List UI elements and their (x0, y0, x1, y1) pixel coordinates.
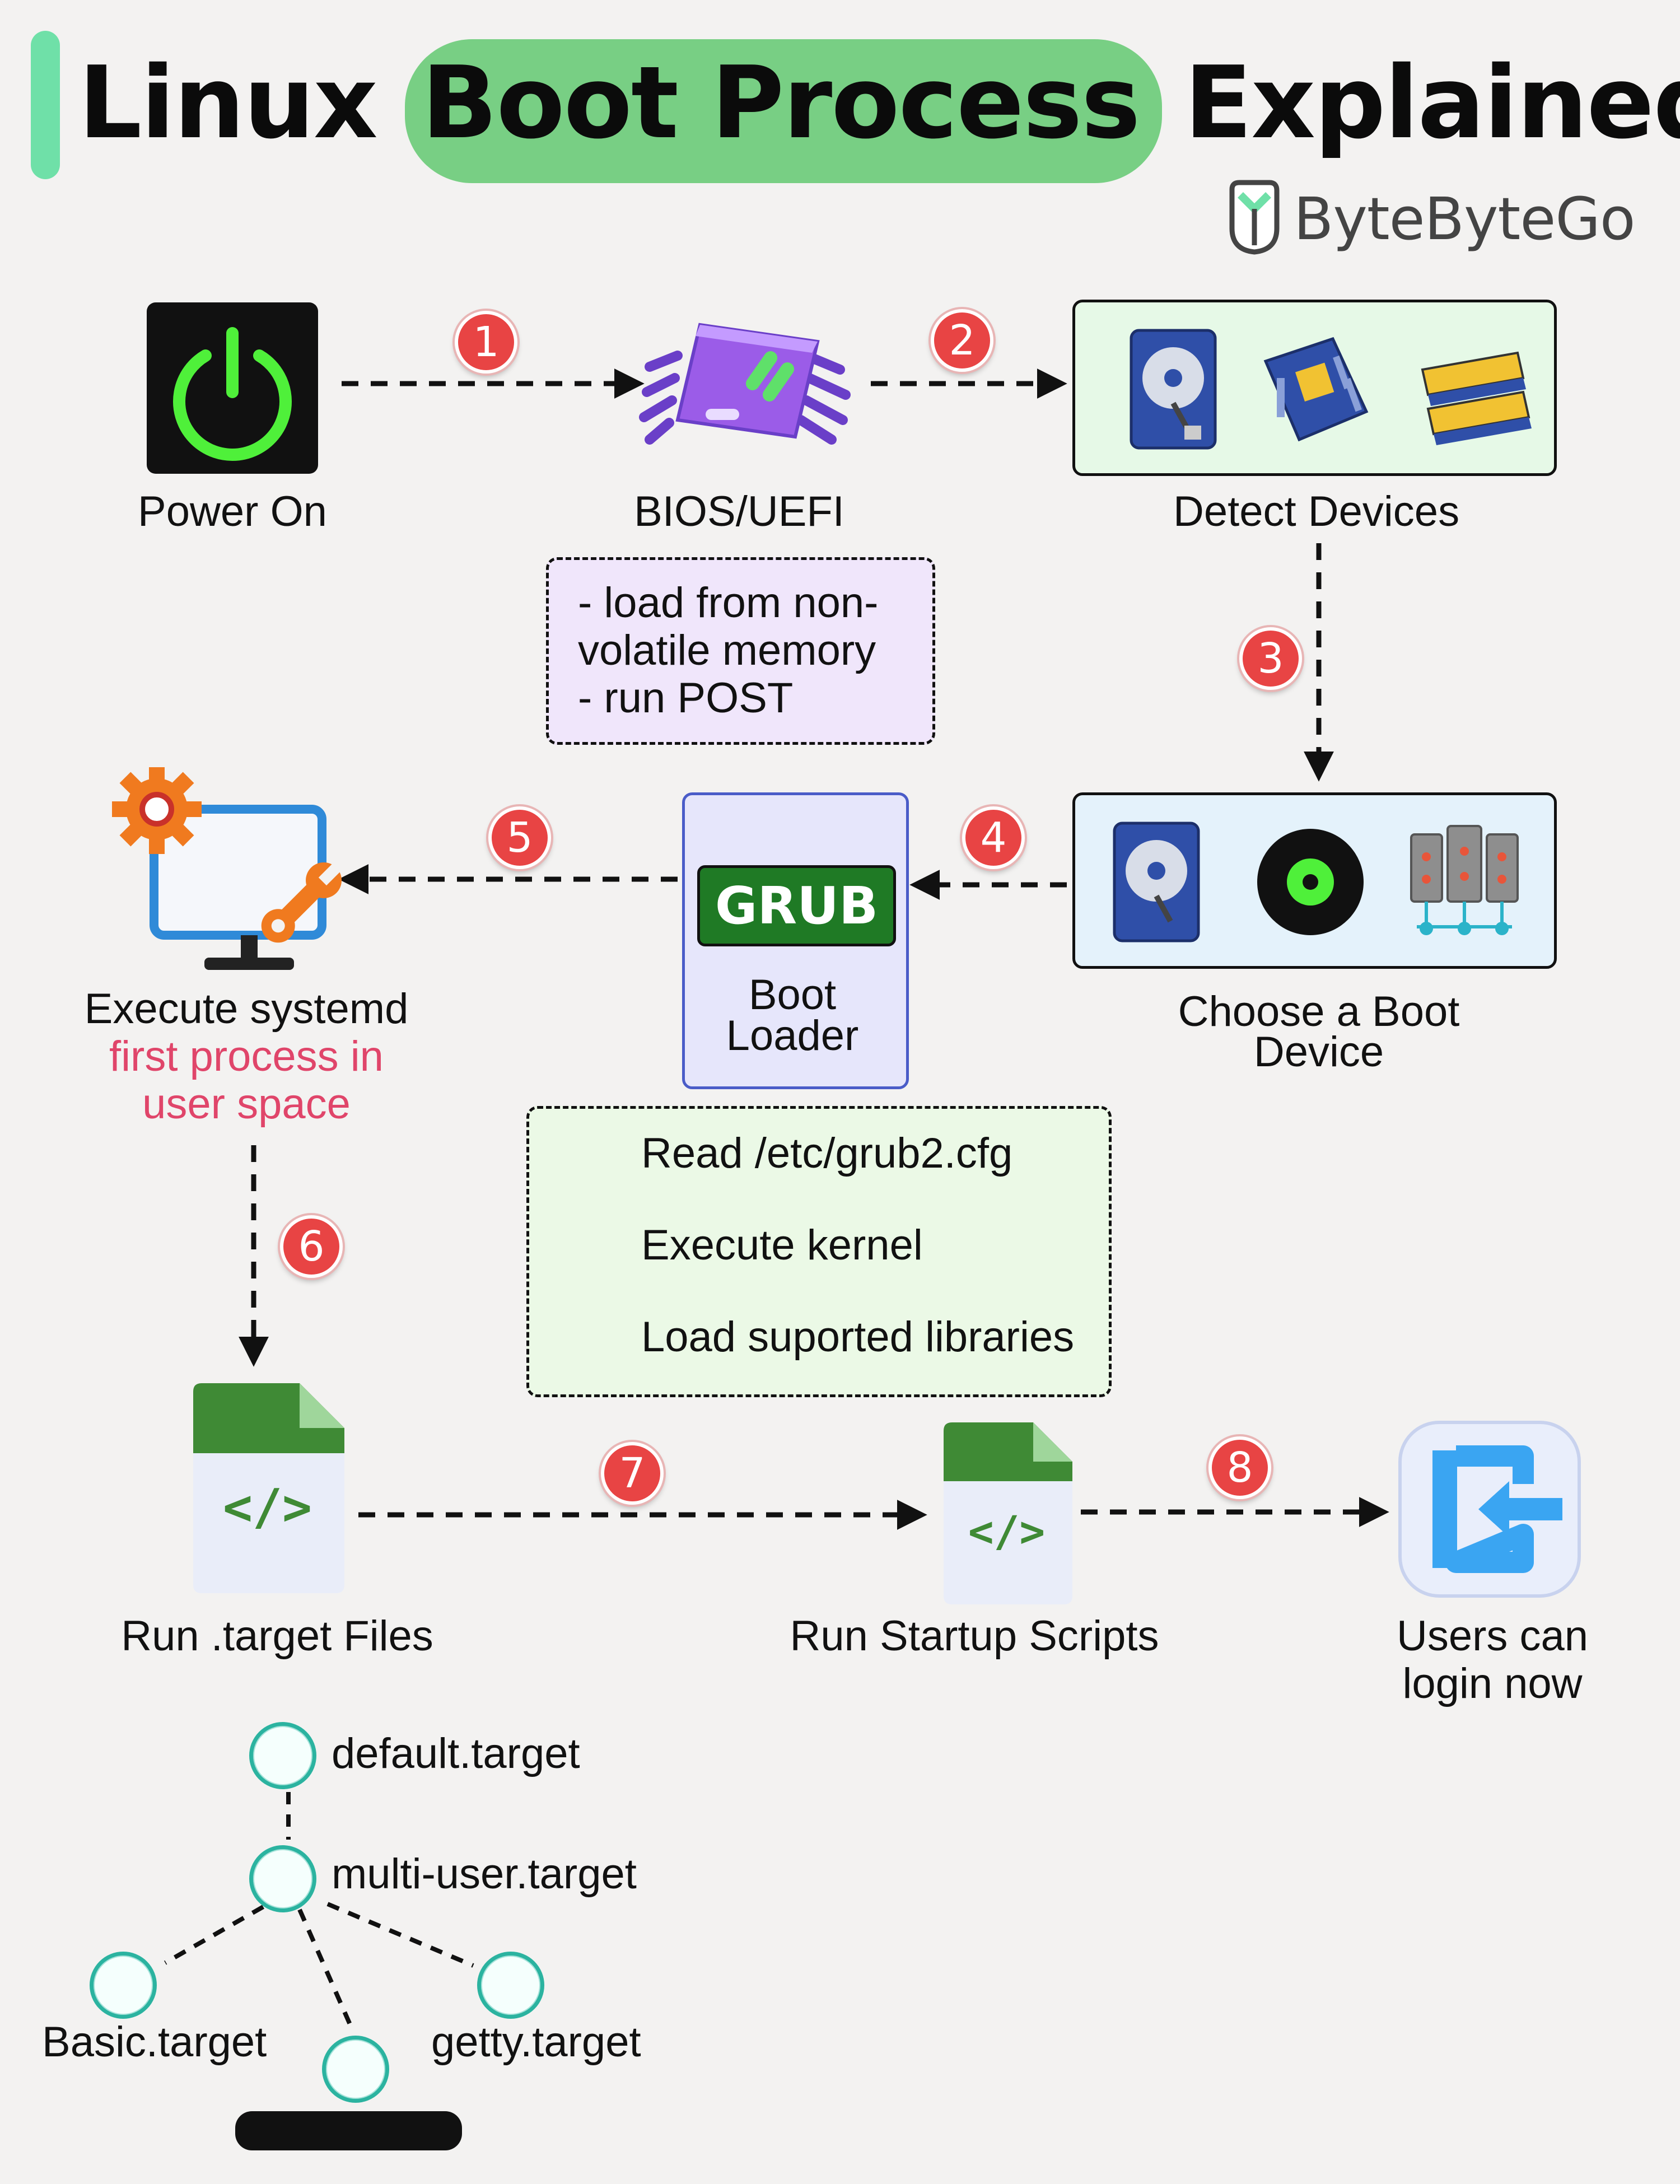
power-on-tile (147, 302, 318, 474)
label-default-target: default.target (332, 1730, 580, 1777)
label-execute-systemd: Execute systemd (84, 985, 409, 1033)
grub-note-execute-kernel: Execute kernel (641, 1221, 923, 1269)
ram-modules-icon (1421, 351, 1532, 445)
label-systemd-sub-2: user space (142, 1080, 351, 1128)
hard-drive-icon (1130, 329, 1217, 450)
tree-node-redacted (322, 2036, 389, 2103)
label-systemd-sub-1: first process in (109, 1033, 384, 1080)
bios-note-line-1: - load from non- (578, 579, 879, 627)
step-badge-7: 7 (601, 1442, 664, 1505)
tree-node-default (249, 1722, 316, 1789)
label-boot-loader-1: Boot (748, 971, 837, 1019)
detect-devices-box (1072, 300, 1557, 476)
bios-chip-icon (639, 323, 851, 445)
page-title: Linux Boot Process Explained (78, 39, 1680, 183)
bios-note-line-3: - run POST (578, 674, 794, 722)
label-bios: BIOS/UEFI (634, 488, 844, 535)
code-glyph-target: </> (223, 1478, 312, 1536)
target-file-icon (193, 1383, 344, 1593)
step-badge-3: 3 (1239, 627, 1302, 690)
title-accent-bar (31, 31, 60, 179)
label-detect-devices: Detect Devices (1173, 488, 1460, 535)
label-basic-target: Basic.target (42, 2018, 267, 2066)
label-run-target-files: Run .target Files (121, 1612, 433, 1660)
step-badge-6: 6 (280, 1215, 343, 1278)
label-getty-target: getty.target (431, 2018, 641, 2066)
optical-disc-icon (1257, 829, 1364, 935)
label-choose-boot-device-2: Device (1253, 1028, 1384, 1076)
brand-name: ByteByteGo (1294, 185, 1636, 253)
choose-boot-device-box (1072, 792, 1557, 969)
step-badge-4: 4 (962, 806, 1025, 869)
bios-notes-box (546, 557, 935, 745)
tree-node-multi-user (249, 1845, 316, 1912)
label-multi-user-target: multi-user.target (332, 1850, 637, 1898)
step-badge-8: 8 (1208, 1436, 1271, 1499)
title-post: Explained (1184, 45, 1680, 161)
label-power-on: Power On (138, 488, 327, 535)
network-servers-icon (1410, 825, 1519, 935)
code-glyph-startup: </> (968, 1506, 1046, 1556)
startup-script-file-icon (944, 1422, 1072, 1604)
title-highlight: Boot Process (404, 39, 1162, 183)
grub-note-load-libraries: Load suported libraries (641, 1313, 1075, 1361)
step-badge-5: 5 (488, 806, 551, 869)
grub-notes-box (526, 1106, 1112, 1397)
grub-note-read-cfg: Read /etc/grub2.cfg (641, 1130, 1013, 1177)
label-run-startup-scripts: Run Startup Scripts (790, 1612, 1159, 1660)
label-boot-loader-2: Loader (726, 1012, 859, 1060)
hard-drive-icon (1113, 822, 1200, 942)
step-badge-1: 1 (455, 311, 517, 374)
systemd-computer-gear-icon (112, 767, 343, 970)
label-users-login-2: login now (1402, 1660, 1583, 1707)
motherboard-icon (1263, 337, 1369, 442)
tree-node-getty (477, 1952, 544, 2019)
step-badge-2: 2 (931, 309, 993, 372)
label-choose-boot-device-1: Choose a Boot (1178, 988, 1460, 1035)
login-icon (1398, 1421, 1581, 1598)
bytebytego-logo-icon (1229, 180, 1280, 255)
label-users-login-1: Users can (1396, 1612, 1589, 1660)
power-icon (173, 327, 292, 461)
bios-note-line-2: volatile memory (578, 627, 876, 674)
tree-node-basic (90, 1952, 157, 2019)
redacted-label (235, 2111, 462, 2150)
title-pre: Linux (78, 45, 378, 161)
grub-badge: GRUB (697, 865, 896, 946)
